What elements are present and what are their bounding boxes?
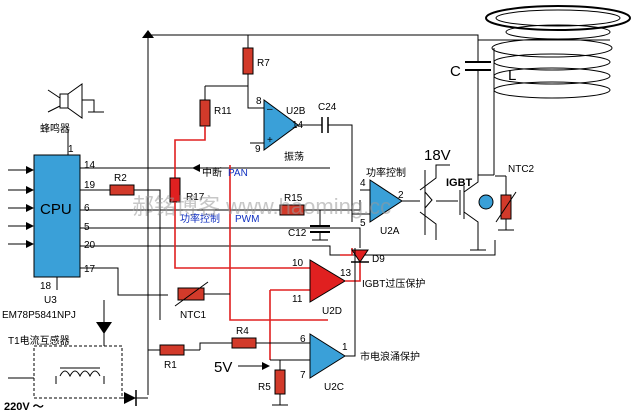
pan-label: PAN	[228, 168, 248, 179]
u2d-opamp	[309, 259, 346, 303]
u2b-label: U2B	[286, 106, 306, 117]
cpu-pin14: 14	[84, 160, 96, 171]
cpu-pin6: 6	[84, 203, 90, 214]
cap-c-label: C	[450, 63, 461, 80]
d9-label: D9	[372, 254, 385, 265]
driver-transistors	[419, 170, 437, 240]
u2c-opamp	[309, 333, 346, 379]
ntc1	[174, 281, 230, 307]
oscillator-label: 振荡	[284, 150, 304, 163]
current-transformer	[8, 345, 123, 399]
r7-resistor	[242, 47, 254, 75]
u2d-pin11: 11	[292, 294, 303, 305]
r5-resistor	[274, 369, 286, 395]
mcu-model-label: EM78P5841NPJ	[2, 310, 76, 321]
r11-resistor	[199, 99, 211, 127]
buzzer-label: 蜂鸣器	[40, 122, 70, 135]
u2c-label: U2C	[324, 382, 344, 393]
cpu-pin17: 17	[84, 264, 96, 275]
u2a-pin5: 5	[360, 218, 366, 229]
c12-label: C12	[288, 228, 307, 239]
c24-label: C24	[318, 102, 337, 113]
r1-label: R1	[164, 360, 177, 371]
mains-label: 220V ～	[4, 401, 44, 413]
diode-lower	[124, 392, 136, 404]
interrupt-label: 中断	[202, 166, 222, 179]
ntc2	[495, 175, 517, 231]
u2a-pin4: 4	[360, 178, 366, 189]
resonant-capacitor	[465, 40, 491, 100]
u2d-pin13: 13	[340, 268, 352, 279]
pwm-label: PWM	[235, 214, 259, 225]
u2b-pin14: 14	[292, 120, 304, 131]
u2d-label: U2D	[322, 306, 342, 317]
d9-diode	[351, 249, 369, 263]
u2b-pin8: 8	[256, 96, 262, 107]
cpu-pin18: 18	[40, 281, 52, 292]
svg-text:+: +	[267, 135, 273, 146]
r17-label: R17	[186, 192, 205, 203]
cpu-pin1: 1	[68, 144, 74, 155]
buzzer	[47, 83, 104, 155]
v18-label: 18V	[424, 147, 451, 164]
power-control-pwm-label: 功率控制	[180, 212, 220, 225]
ntc1-label: NTC1	[180, 310, 207, 321]
r5-label: R5	[258, 382, 271, 393]
u2a-label: U2A	[380, 226, 400, 237]
u2a-opamp	[369, 179, 403, 223]
svg-text:–: –	[267, 104, 273, 115]
r4-resistor	[231, 337, 257, 349]
u2b-opamp: – +	[263, 99, 299, 151]
u2c-pin7: 7	[300, 370, 306, 381]
diode-upper	[96, 322, 112, 334]
cpu-label: CPU	[40, 201, 72, 218]
r2-label: R2	[114, 173, 127, 184]
r4-label: R4	[236, 326, 249, 337]
ct-label: T1电流互感器	[8, 334, 70, 347]
u2b-pin9: 9	[255, 144, 261, 155]
power-control-label: 功率控制	[366, 166, 406, 179]
u2d-pin10: 10	[292, 258, 304, 269]
igbt-ovp-label: IGBT过压保护	[362, 277, 425, 290]
induction-coil	[478, 5, 631, 99]
ntc2-label: NTC2	[508, 164, 535, 175]
cpu-chip: CPU	[8, 154, 81, 278]
r2-resistor	[109, 184, 135, 196]
igbt	[459, 175, 494, 240]
r15-label: R15	[284, 193, 303, 204]
u2c-pin1: 1	[342, 342, 348, 353]
r7-label: R7	[257, 58, 270, 69]
r1-resistor	[159, 344, 185, 356]
r11-label: R11	[214, 106, 232, 117]
u3-label: U3	[44, 295, 57, 306]
u2c-pin6: 6	[300, 334, 306, 345]
u2a-pin2: 2	[398, 190, 404, 201]
watermark: 郝铭博客 www.haoming.cc	[132, 194, 391, 219]
surge-label: 市电浪涌保护	[360, 350, 420, 363]
v5-label: 5V	[214, 359, 232, 376]
igbt-label: IGBT	[446, 177, 473, 189]
cpu-pin19: 19	[84, 180, 96, 191]
coil-l-label: L	[508, 67, 516, 84]
